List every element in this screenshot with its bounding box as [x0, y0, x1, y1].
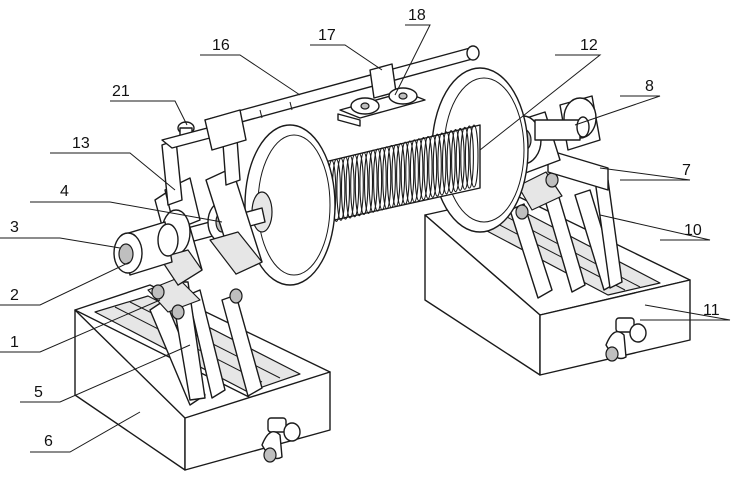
- label-17: 17: [318, 27, 336, 44]
- label-1: 1: [10, 334, 19, 351]
- right-clamp-handle: [605, 317, 647, 362]
- rope-coil: [345, 155, 355, 219]
- rope-coil: [451, 129, 461, 193]
- left-support-legs: [147, 277, 263, 406]
- rope-coil: [405, 140, 415, 204]
- label-11: 11: [703, 302, 720, 319]
- rope-coil: [414, 138, 424, 202]
- rope-coil: [460, 126, 470, 190]
- label-21: 21: [112, 83, 130, 100]
- rope-coil: [396, 142, 406, 206]
- rope-coil: [446, 130, 456, 194]
- rope-coil: [409, 139, 419, 203]
- label-10: 10: [684, 222, 702, 239]
- rope-coil: [350, 154, 360, 218]
- rope-coil: [373, 148, 383, 212]
- rope-coil: [455, 127, 465, 191]
- label-16: 16: [212, 37, 230, 54]
- left-clamp-handle: [261, 417, 301, 463]
- rope-coil: [382, 146, 392, 210]
- right-support-legs: [509, 171, 623, 299]
- rope-coil: [377, 147, 387, 211]
- rope-coil: [441, 131, 452, 195]
- callout-labels: 21 13 4 3 2 1 5 6 16 17 18 12 8 7 10 11: [10, 7, 720, 450]
- rope-coil: [464, 125, 474, 189]
- rope-coil: [354, 153, 364, 217]
- leader-lines: [0, 24, 731, 453]
- label-8: 8: [645, 78, 654, 95]
- rope-coil: [400, 141, 410, 205]
- label-6: 6: [44, 433, 53, 450]
- label-12: 12: [580, 37, 598, 54]
- rope-coil: [432, 133, 442, 197]
- rope-coil: [423, 135, 433, 200]
- rope-coil: [336, 157, 346, 221]
- rope-coil: [391, 143, 401, 208]
- rope-coil: [340, 156, 351, 220]
- label-3: 3: [10, 219, 19, 236]
- rope-coil: [469, 124, 479, 188]
- rope-coil: [418, 137, 429, 201]
- label-4: 4: [60, 183, 69, 200]
- label-7: 7: [682, 162, 691, 179]
- label-5: 5: [34, 384, 43, 401]
- rope-coil: [437, 132, 447, 196]
- label-18: 18: [408, 7, 426, 24]
- label-2: 2: [10, 287, 19, 304]
- rope-coil: [368, 149, 378, 213]
- rope-coil: [363, 150, 374, 214]
- rope-coil: [428, 134, 438, 198]
- motor-end-cap: [113, 221, 179, 276]
- rope-coil: [359, 151, 369, 216]
- label-13: 13: [72, 135, 90, 152]
- rope-coil: [386, 145, 396, 209]
